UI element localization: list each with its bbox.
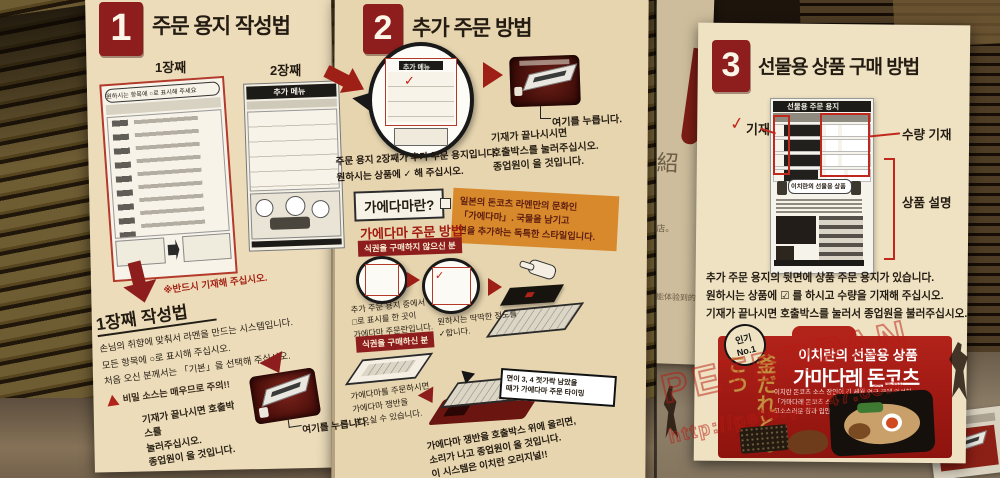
section-3-title: 선물용 상품 구매 방법 xyxy=(758,57,920,78)
gift-order-form: 선물용 주문 용지 이치란의 선물용 상품 xyxy=(770,98,874,274)
order-sheet-1-thumbnail: 원하시는 항목에 ○로 표시해 주세요 xyxy=(99,75,238,283)
mini-form-comic xyxy=(394,128,448,146)
gift-body-1: 추가 주문 용지의 뒷면에 상품 주문 용지가 있습니다. xyxy=(706,272,935,284)
kaedama-description: 일본의 돈코츠 라멘만의 문화인 「가에다마」. 국물을 남기고 면을 추가하는… xyxy=(450,187,620,252)
call-box-button xyxy=(514,86,523,97)
call-box-caption-strip xyxy=(519,59,570,66)
promo-line-1: 이치란의 선물용 상품 xyxy=(798,348,918,363)
gift-body-2: 원하시는 상품에 ☑ 를 하시고 수량을 기재해 주십시오. xyxy=(706,290,944,302)
kaedama-tab xyxy=(440,198,451,209)
check-column-outline xyxy=(773,115,790,175)
fairy-silhouette xyxy=(949,342,968,400)
section-2-badge: 2 xyxy=(363,4,403,54)
kaedama-question: 가에다마란? xyxy=(353,188,445,222)
check-icon: ✓ xyxy=(728,113,746,134)
chef-figure xyxy=(777,181,787,195)
right-photo: 紹 店。 才能体验到的 3 선물용 상품 구매 방법 선물용 주문 용지 xyxy=(656,0,1000,478)
gift-banner-text: 이치란의 선물용 상품 xyxy=(791,183,846,191)
background-text-1: 店。 xyxy=(656,223,675,234)
chef-figure xyxy=(851,181,861,195)
form1-footer-right xyxy=(181,232,232,263)
call-box-image-2 xyxy=(509,54,581,108)
comic-bubble xyxy=(255,198,274,218)
pointer-line xyxy=(287,415,302,428)
arrow-right-small-icon xyxy=(407,272,420,288)
mini-form-rows xyxy=(388,72,454,122)
call-box-button xyxy=(258,406,270,419)
arrow-right-small-icon xyxy=(488,278,502,296)
comic-bubble xyxy=(285,195,306,217)
call-box-image xyxy=(248,367,322,425)
gift-banner: 이치란의 선물용 상품 xyxy=(775,177,863,199)
photo-seam xyxy=(654,0,657,478)
section-3-badge: 3 xyxy=(712,40,750,92)
warning-triangle-icon xyxy=(106,393,120,407)
form2-rows xyxy=(247,108,340,192)
order-sheet-2-thumbnail: 추가 메뉴 xyxy=(243,80,345,252)
gift-form-subbar xyxy=(773,113,871,122)
check-mark: ✓ xyxy=(435,270,445,282)
promo-box: 인기 No.1 이치란의 선물용 상품 가마다레 돈코츠 이치란 돈코츠 소스 … xyxy=(718,319,952,458)
bun-product-photo xyxy=(787,428,829,456)
arrow-right-small-icon xyxy=(483,62,503,88)
section-1-title: 주문 용지 작성법 xyxy=(152,15,291,38)
small-arrow-icon xyxy=(167,236,181,263)
check-label: 기재 xyxy=(746,122,770,137)
promo-title: 가마다레 돈코츠 xyxy=(792,368,920,390)
gift-form-header: 선물용 주문 용지 xyxy=(787,102,840,111)
page1-label: 1장째 xyxy=(155,60,187,75)
mini-form: 추가 메뉴 ✓ xyxy=(385,58,457,126)
place-arrow-icon xyxy=(458,370,476,386)
form2-header-text: 추가 메뉴 xyxy=(273,86,306,97)
section-1-badge: 1 xyxy=(99,2,143,56)
gift-body-3: 기재가 끝나시면 호출박스를 눌러서 종업원을 불러주십시오. xyxy=(706,308,968,320)
section-2-title: 추가 주문 방법 xyxy=(412,17,533,40)
form1-header-text: 원하시는 항목에 ○로 표시해 주세요 xyxy=(105,87,197,101)
comic-figures xyxy=(269,216,311,230)
page2-label: 2장째 xyxy=(270,63,302,78)
gift-form-rows xyxy=(773,124,871,182)
gift-product-list xyxy=(819,216,863,260)
gift-photo-1 xyxy=(776,216,816,244)
background-char: 紹 xyxy=(656,150,680,176)
gift-paragraph xyxy=(776,199,862,213)
description-label: 상품 설명 xyxy=(902,196,952,210)
form2-footer-bar xyxy=(251,238,342,248)
mini-form-header: 추가 메뉴 xyxy=(403,63,430,70)
step-circle-2: ✓ xyxy=(422,258,480,314)
quantity-column-outline xyxy=(820,113,870,177)
description-bracket xyxy=(884,158,895,260)
magnifier-circle: 추가 메뉴 ✓ xyxy=(368,42,474,158)
form1-rows xyxy=(106,109,230,239)
check-mark: ✓ xyxy=(404,73,415,88)
left-photo: 1 주문 용지 작성법 1장째 2장째 원하시는 항목에 ○로 표시해 주세요 … xyxy=(0,0,656,478)
form2-comic xyxy=(249,190,342,240)
comic-bubble xyxy=(311,199,330,219)
gift-form-footer xyxy=(774,260,864,266)
quantity-label: 수량 기재 xyxy=(902,128,952,142)
pointer-line xyxy=(540,106,551,119)
gift-photo-2 xyxy=(776,246,794,260)
step-circle-1 xyxy=(356,256,408,304)
background-text-2: 才能体验到的 xyxy=(656,291,697,303)
